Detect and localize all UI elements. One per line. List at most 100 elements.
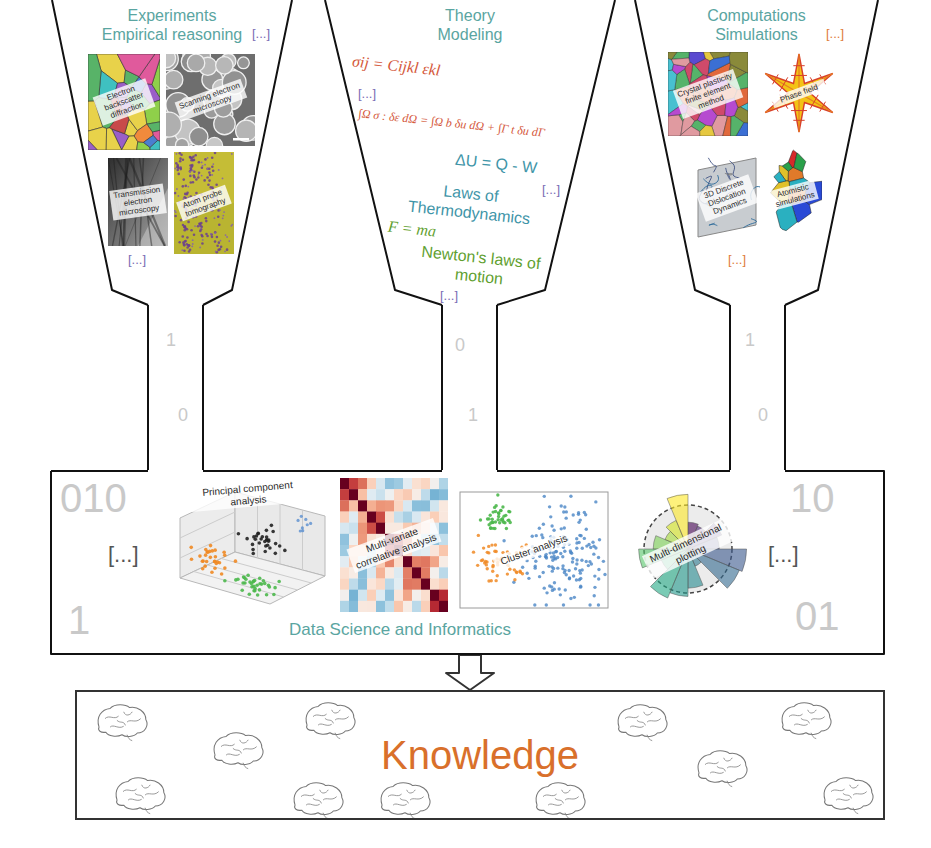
illustration-shape (179, 157, 182, 160)
ellipsis-mark: [...] (440, 288, 458, 304)
cpfem-image (668, 52, 748, 136)
illustration-shape (166, 54, 176, 68)
illustration-shape (506, 519, 509, 522)
illustration-shape (189, 248, 192, 251)
illustration-shape (591, 541, 594, 544)
illustration-shape (421, 579, 430, 590)
illustration-shape (187, 54, 204, 71)
illustration-shape (668, 115, 683, 136)
illustration-shape (214, 733, 263, 765)
illustration-shape (184, 225, 187, 228)
illustration-shape (184, 226, 187, 229)
illustration-shape (476, 564, 479, 567)
illustration-shape (705, 758, 741, 787)
illustration-shape (403, 489, 412, 500)
illustration-shape (502, 539, 505, 542)
illustration-shape (217, 209, 220, 212)
illustration-shape (191, 245, 193, 247)
illustration-shape (575, 541, 578, 544)
illustration-shape (403, 567, 412, 578)
illustration-shape (216, 57, 234, 75)
illustration-shape (490, 579, 493, 582)
illustration-shape (367, 478, 376, 489)
illustration-shape (579, 534, 582, 537)
illustration-shape (117, 54, 155, 77)
image-panel: 3D Discrete Dislocation Dynamics (694, 150, 760, 245)
illustration-shape (403, 512, 412, 523)
illustration-shape (301, 790, 337, 819)
illustration-shape (579, 585, 582, 588)
input-funnel: Computations Simulations[...][...]Crysta… (635, 0, 878, 305)
illustration-shape (340, 512, 349, 523)
illustration-shape (498, 521, 501, 524)
illustration-shape (703, 175, 718, 184)
panel-label: Phase field (771, 78, 827, 108)
illustration-shape (506, 572, 509, 575)
illustration-shape (481, 558, 484, 561)
illustration-shape (253, 587, 257, 591)
illustration-shape (543, 790, 579, 819)
illustration-shape (572, 574, 575, 577)
illustration-shape (268, 585, 272, 589)
illustration-shape (208, 565, 298, 590)
illustration-shape (547, 565, 550, 568)
illustration-shape (421, 500, 430, 511)
illustration-shape (274, 542, 278, 546)
illustration-shape (211, 236, 214, 239)
illustration-shape (562, 603, 565, 606)
illustration-shape (575, 537, 578, 540)
chart-panel: Principal component analysis (165, 478, 330, 612)
illustration-shape (194, 225, 196, 227)
illustration-shape (231, 153, 233, 155)
illustration-shape (201, 175, 203, 177)
illustration-shape (394, 590, 403, 601)
illustration-shape (186, 191, 189, 194)
illustration-shape (214, 240, 217, 243)
binary-watermark: 01 (795, 592, 840, 640)
equation: F = ma (387, 217, 437, 241)
illustration-shape (820, 102, 826, 112)
illustration-shape (213, 566, 217, 570)
panel-label: 3D Discrete Dislocation Dynamics (696, 174, 759, 221)
illustration-shape (210, 570, 214, 574)
law-name: Newton's laws of motion (418, 242, 541, 293)
illustration-shape (223, 554, 227, 558)
illustration-shape (482, 546, 485, 549)
illustration-shape (223, 566, 227, 570)
illustration-shape (545, 556, 548, 559)
illustration-shape (189, 546, 193, 550)
illustration-shape (265, 593, 269, 597)
illustration-shape (518, 570, 521, 573)
binary-watermark: 1 (166, 330, 176, 352)
illustration-shape (439, 478, 448, 489)
illustration-shape (313, 710, 349, 739)
illustration-shape (340, 590, 349, 601)
illustration-shape (493, 549, 496, 552)
illustration-shape (376, 523, 385, 534)
illustration-shape (219, 209, 221, 211)
illustration-shape (183, 243, 186, 246)
binary-watermark: 1 (68, 596, 90, 644)
sem-image (166, 54, 255, 146)
illustration-shape (340, 489, 349, 500)
illustration-shape (250, 585, 254, 589)
illustration-shape (489, 514, 492, 517)
illustration-shape (194, 154, 197, 157)
illustration-shape (358, 579, 367, 590)
illustration-shape (782, 703, 831, 735)
illustration-shape (794, 153, 806, 172)
illustration-shape (412, 500, 421, 511)
illustration-shape (575, 547, 578, 550)
illustration-shape (376, 489, 385, 500)
illustration-shape (270, 524, 274, 528)
illustration-shape (184, 240, 187, 243)
illustration-shape (560, 504, 563, 507)
illustration-shape (199, 223, 202, 226)
illustration-shape (439, 512, 448, 523)
illustration-shape (597, 603, 600, 606)
illustration-shape (491, 570, 494, 573)
illustration-shape (439, 556, 448, 567)
illustration-shape (211, 165, 214, 168)
illustration-shape (214, 217, 216, 219)
illustration-shape (240, 588, 244, 592)
